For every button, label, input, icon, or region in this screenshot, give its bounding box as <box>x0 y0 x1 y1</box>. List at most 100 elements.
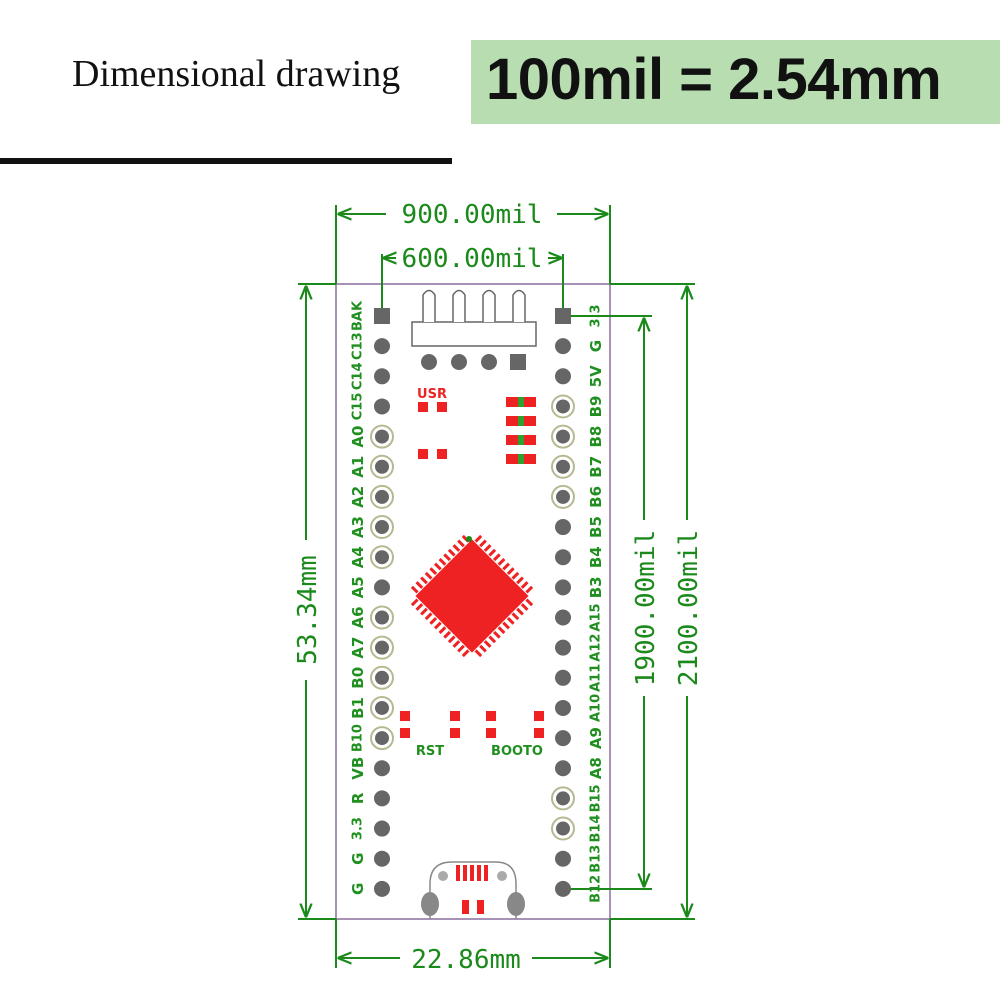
left-pin-hole <box>375 429 389 444</box>
right-pin-label: B7 <box>587 456 605 478</box>
left-pin-hole <box>375 640 389 655</box>
chip-pin <box>447 635 456 644</box>
chip-pin <box>415 603 424 611</box>
chip-pin <box>433 562 442 571</box>
chip-pin <box>438 557 447 566</box>
right-pin-label: 5V <box>587 365 605 387</box>
right-pin-hole <box>556 429 570 444</box>
left-pin-label: 3.3 <box>351 817 366 840</box>
pin-row-mil-label: 1900.00mil <box>631 530 661 687</box>
pin-labels: BAKC13C14C15A0A1A2A3A4A5A6A7B0B1B10VBR3.… <box>349 300 605 903</box>
chip-pin <box>511 571 520 580</box>
chip-pin <box>438 626 447 635</box>
chip-pin <box>492 630 501 639</box>
left-pin-hole <box>375 459 389 474</box>
right-pin-hole <box>555 699 571 716</box>
left-pin-label: VB <box>349 757 367 780</box>
mcu-chip <box>410 534 534 658</box>
boot-switch <box>486 711 544 738</box>
chip-pin <box>443 630 452 639</box>
resistor-array <box>506 397 536 464</box>
right-pin-label: B14 <box>589 815 604 843</box>
left-pin-label: G <box>349 883 367 895</box>
left-pin-label: C13 <box>351 332 366 360</box>
left-pin-hole <box>375 670 389 685</box>
left-pin-label: A5 <box>349 576 367 598</box>
chip-pin <box>506 567 515 576</box>
left-pin-label: A3 <box>349 516 367 538</box>
chip-pin <box>415 581 424 589</box>
height-mil-label: 2100.00mil <box>674 530 704 687</box>
usr-label: USR <box>417 387 447 402</box>
left-pin-hole <box>374 308 390 324</box>
right-pin-hole <box>555 368 571 385</box>
right-pin-hole <box>555 760 571 777</box>
conversion-text: 100mil = 2.54mm <box>486 47 942 112</box>
left-pin-hole <box>375 520 389 535</box>
chip-pin <box>502 562 511 571</box>
left-pin-hole <box>374 880 390 897</box>
chip-pin <box>520 603 529 611</box>
chip-pin <box>516 607 524 616</box>
left-pin-holes <box>370 308 394 897</box>
chip-pin <box>497 557 506 566</box>
right-pin-hole <box>555 850 571 867</box>
right-pin-hole <box>556 791 570 806</box>
swd-header <box>411 289 537 370</box>
conversion-banner <box>471 40 1000 124</box>
right-pin-label: G <box>587 340 605 352</box>
chip-pin <box>488 548 497 557</box>
left-pin-label: B1 <box>349 697 367 719</box>
chip-pin <box>420 607 428 616</box>
boot-label: BOOTO <box>491 744 543 759</box>
right-pin-label: B13 <box>589 845 604 873</box>
chip-pin <box>447 548 456 557</box>
chip-pin <box>479 644 487 653</box>
right-pin-hole <box>555 669 571 686</box>
left-pin-hole <box>374 820 390 837</box>
right-pin-hole <box>556 821 570 836</box>
right-pin-hole <box>556 459 570 474</box>
right-pin-hole <box>555 549 571 566</box>
title-underline <box>0 158 452 164</box>
left-pin-hole <box>375 550 389 565</box>
left-pin-label: A1 <box>349 456 367 478</box>
right-pin-hole <box>555 609 571 626</box>
right-pin-hole <box>556 399 570 414</box>
right-pin-hole <box>555 519 571 536</box>
right-pin-label: B8 <box>587 426 605 448</box>
left-pin-label: G <box>349 853 367 865</box>
page-title: Dimensional drawing <box>72 53 401 95</box>
right-pin-label: A11 <box>589 664 604 692</box>
chip-pin <box>457 644 465 653</box>
left-pin-label: BAK <box>351 300 366 331</box>
right-pin-label: 3.3 <box>589 304 604 327</box>
left-pin-hole <box>374 579 390 596</box>
chip-pin <box>506 616 515 625</box>
right-pin-label: B4 <box>587 546 605 568</box>
width-mm-label: 22.86mm <box>411 945 521 975</box>
dimension-lines <box>298 205 695 968</box>
chip-pin <box>502 621 511 630</box>
right-pin-hole <box>555 639 571 656</box>
right-pin-label: B12 <box>589 875 604 903</box>
right-pin-label: A8 <box>587 757 605 779</box>
chip-pin <box>479 539 487 548</box>
chip-pin <box>474 649 483 658</box>
left-pin-hole <box>374 338 390 355</box>
chip-pin <box>452 640 461 648</box>
left-pin-label: B10 <box>351 724 366 752</box>
right-pin-hole <box>555 880 571 897</box>
usr-led <box>418 402 447 459</box>
right-pin-hole <box>555 338 571 355</box>
chip-pin <box>511 612 520 621</box>
rst-button <box>400 711 460 738</box>
left-pin-label: R <box>349 792 367 804</box>
left-pin-label: A2 <box>349 486 367 508</box>
right-pin-hole <box>556 489 570 504</box>
chip-pin <box>516 576 524 585</box>
pin-span-mil-label: 600.00mil <box>402 244 543 274</box>
left-pin-label: C15 <box>351 393 366 421</box>
left-pin-label: A4 <box>349 546 367 568</box>
